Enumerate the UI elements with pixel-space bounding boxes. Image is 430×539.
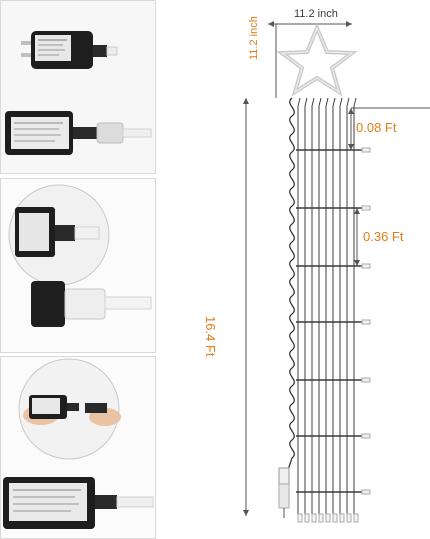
strand-bulb bbox=[346, 513, 352, 523]
controller-image bbox=[1, 93, 155, 173]
strand-bulb bbox=[304, 513, 310, 523]
strand-bulb bbox=[318, 513, 324, 523]
star-width-label: 11.2 inch bbox=[294, 8, 338, 20]
row-end-bulb bbox=[361, 205, 371, 211]
light-strand bbox=[311, 97, 315, 522]
light-strand bbox=[346, 97, 350, 522]
strand-bulb bbox=[325, 513, 331, 523]
photo-hand-and-controller bbox=[0, 356, 156, 539]
main-coiled-wire bbox=[287, 97, 295, 471]
gap-large-label: 0.36 Ft bbox=[363, 229, 404, 244]
total-length-label: 16.4 Ft bbox=[203, 316, 218, 357]
connector-closeup-image bbox=[1, 179, 155, 352]
adapter-plug-image bbox=[1, 1, 155, 94]
gap-small-dimension-line bbox=[348, 107, 430, 150]
hand-controller-image bbox=[1, 357, 155, 538]
strand-bulb bbox=[339, 513, 345, 523]
row-end-bulb bbox=[361, 433, 371, 439]
light-strand bbox=[304, 97, 308, 522]
row-end-bulb bbox=[361, 147, 371, 153]
strand-bulb bbox=[332, 513, 338, 523]
photo-adapter-top bbox=[0, 0, 156, 95]
gap-large-dimension-line bbox=[354, 208, 360, 266]
row-end-bulb bbox=[361, 377, 371, 383]
light-strand bbox=[332, 97, 336, 522]
strand-bulb bbox=[311, 513, 317, 523]
star-height-label: 11.2 inch bbox=[248, 16, 260, 60]
light-strand bbox=[339, 97, 343, 522]
row-end-bulb bbox=[361, 263, 371, 269]
row-end-bulb bbox=[361, 489, 371, 495]
light-strand bbox=[297, 97, 301, 522]
photo-controller bbox=[0, 93, 156, 174]
strand-bulb bbox=[297, 513, 303, 523]
light-strands bbox=[296, 97, 371, 523]
end-plug bbox=[278, 467, 290, 518]
total-length-dimension-line bbox=[243, 98, 249, 516]
strand-bulb bbox=[353, 513, 359, 523]
star-outline bbox=[276, 22, 358, 97]
light-strand bbox=[325, 97, 329, 522]
light-strand bbox=[318, 97, 322, 522]
photo-connector-closeup bbox=[0, 178, 156, 353]
light-strand bbox=[353, 97, 357, 522]
gap-small-label: 0.08 Ft bbox=[356, 120, 397, 135]
width-dimension-line bbox=[268, 21, 352, 27]
row-end-bulb bbox=[361, 319, 371, 325]
